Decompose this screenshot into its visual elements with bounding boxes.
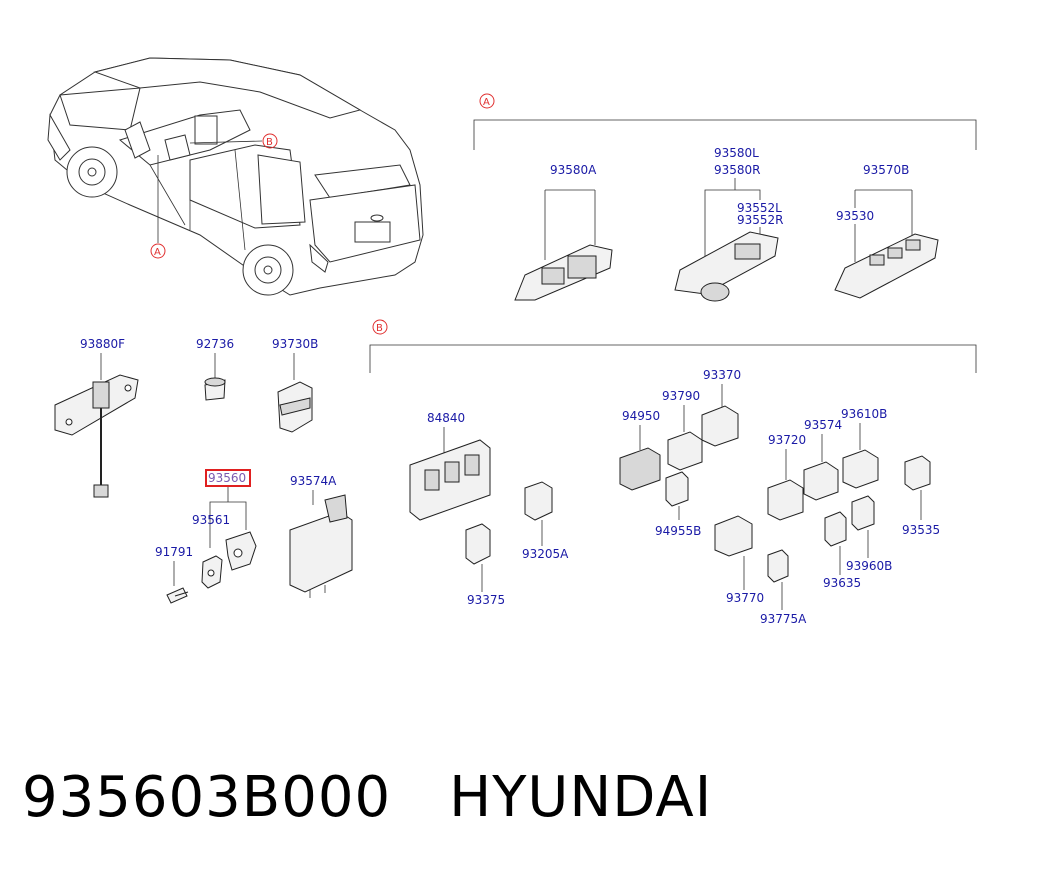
part-label-93570B[interactable]: 93570B — [863, 163, 909, 177]
part-label-92736[interactable]: 92736 — [196, 337, 234, 351]
part-label-93552L[interactable]: 93552L — [737, 201, 782, 215]
highlight-box-93560 — [205, 469, 251, 487]
part-93775A[interactable] — [767, 549, 789, 583]
vehicle-illustration: A B — [47, 57, 424, 296]
part-93574[interactable] — [803, 461, 839, 501]
callout-b-car: B — [266, 137, 273, 148]
part-label-93574[interactable]: 93574 — [804, 418, 842, 432]
loose-parts: 93880F 92736 93730B 93560 93561 91791 — [54, 337, 353, 604]
part-label-93610B[interactable]: 93610B — [841, 407, 887, 421]
part-93535[interactable] — [904, 455, 931, 491]
part-label-93560[interactable]: 93560 — [208, 471, 246, 485]
part-94950[interactable] — [619, 447, 661, 491]
part-93580L[interactable] — [674, 231, 779, 295]
part-93610B[interactable] — [842, 449, 879, 489]
part-93635[interactable] — [824, 511, 847, 547]
part-label-93375[interactable]: 93375 — [467, 593, 505, 607]
callout-a-car: A — [154, 247, 161, 258]
part-label-93960B[interactable]: 93960B — [846, 559, 892, 573]
part-label-93530[interactable]: 93530 — [836, 209, 874, 223]
callout-b-group: B — [376, 323, 383, 334]
part-label-93561[interactable]: 93561 — [192, 513, 230, 527]
part-label-84840[interactable]: 84840 — [427, 411, 465, 425]
part-label-94950[interactable]: 94950 — [622, 409, 660, 423]
part-93570B[interactable] — [834, 233, 939, 299]
part-93720[interactable] — [767, 479, 804, 521]
part-label-93535[interactable]: 93535 — [902, 523, 940, 537]
group-b-switches: B 84840 93375 93205A 94950 93790 93370 9 — [369, 319, 977, 626]
part-label-93775A[interactable]: 93775A — [760, 612, 807, 626]
part-93960B[interactable] — [851, 495, 875, 531]
part-93375[interactable] — [465, 523, 491, 565]
part-label-93635[interactable]: 93635 — [823, 576, 861, 590]
part-93574A[interactable] — [289, 511, 353, 593]
group-a-window-switches: A 93580A 93580L 93580R 93552L 93552R 935… — [473, 93, 977, 302]
part-number-caption: 935603B000 — [22, 765, 392, 830]
part-caption: 935603B000 HYUNDAI — [22, 765, 1022, 845]
part-label-91791[interactable]: 91791 — [155, 545, 193, 559]
part-label-93720[interactable]: 93720 — [768, 433, 806, 447]
part-label-93580L[interactable]: 93580L — [714, 146, 759, 160]
part-label-93580R[interactable]: 93580R — [714, 163, 761, 177]
part-label-93730B[interactable]: 93730B — [272, 337, 318, 351]
part-label-93370[interactable]: 93370 — [703, 368, 741, 382]
part-label-94955B[interactable]: 94955B — [655, 524, 701, 538]
part-label-93880F[interactable]: 93880F — [80, 337, 125, 351]
part-93770[interactable] — [714, 515, 753, 557]
part-93205A[interactable] — [524, 481, 553, 521]
brand-caption: HYUNDAI — [449, 765, 713, 830]
callout-a-group: A — [483, 97, 490, 108]
part-label-93574A[interactable]: 93574A — [290, 474, 337, 488]
part-93370[interactable] — [701, 405, 739, 447]
part-label-93552R[interactable]: 93552R — [737, 213, 784, 227]
part-93790[interactable] — [667, 431, 703, 471]
part-label-93580A[interactable]: 93580A — [550, 163, 597, 177]
parts-diagram: A B A 93580A 93580L 93580R 93552L 93552R… — [47, 57, 977, 626]
part-label-93205A[interactable]: 93205A — [522, 547, 569, 561]
part-label-93770[interactable]: 93770 — [726, 591, 764, 605]
part-94955B[interactable] — [665, 471, 689, 507]
part-label-93790[interactable]: 93790 — [662, 389, 700, 403]
